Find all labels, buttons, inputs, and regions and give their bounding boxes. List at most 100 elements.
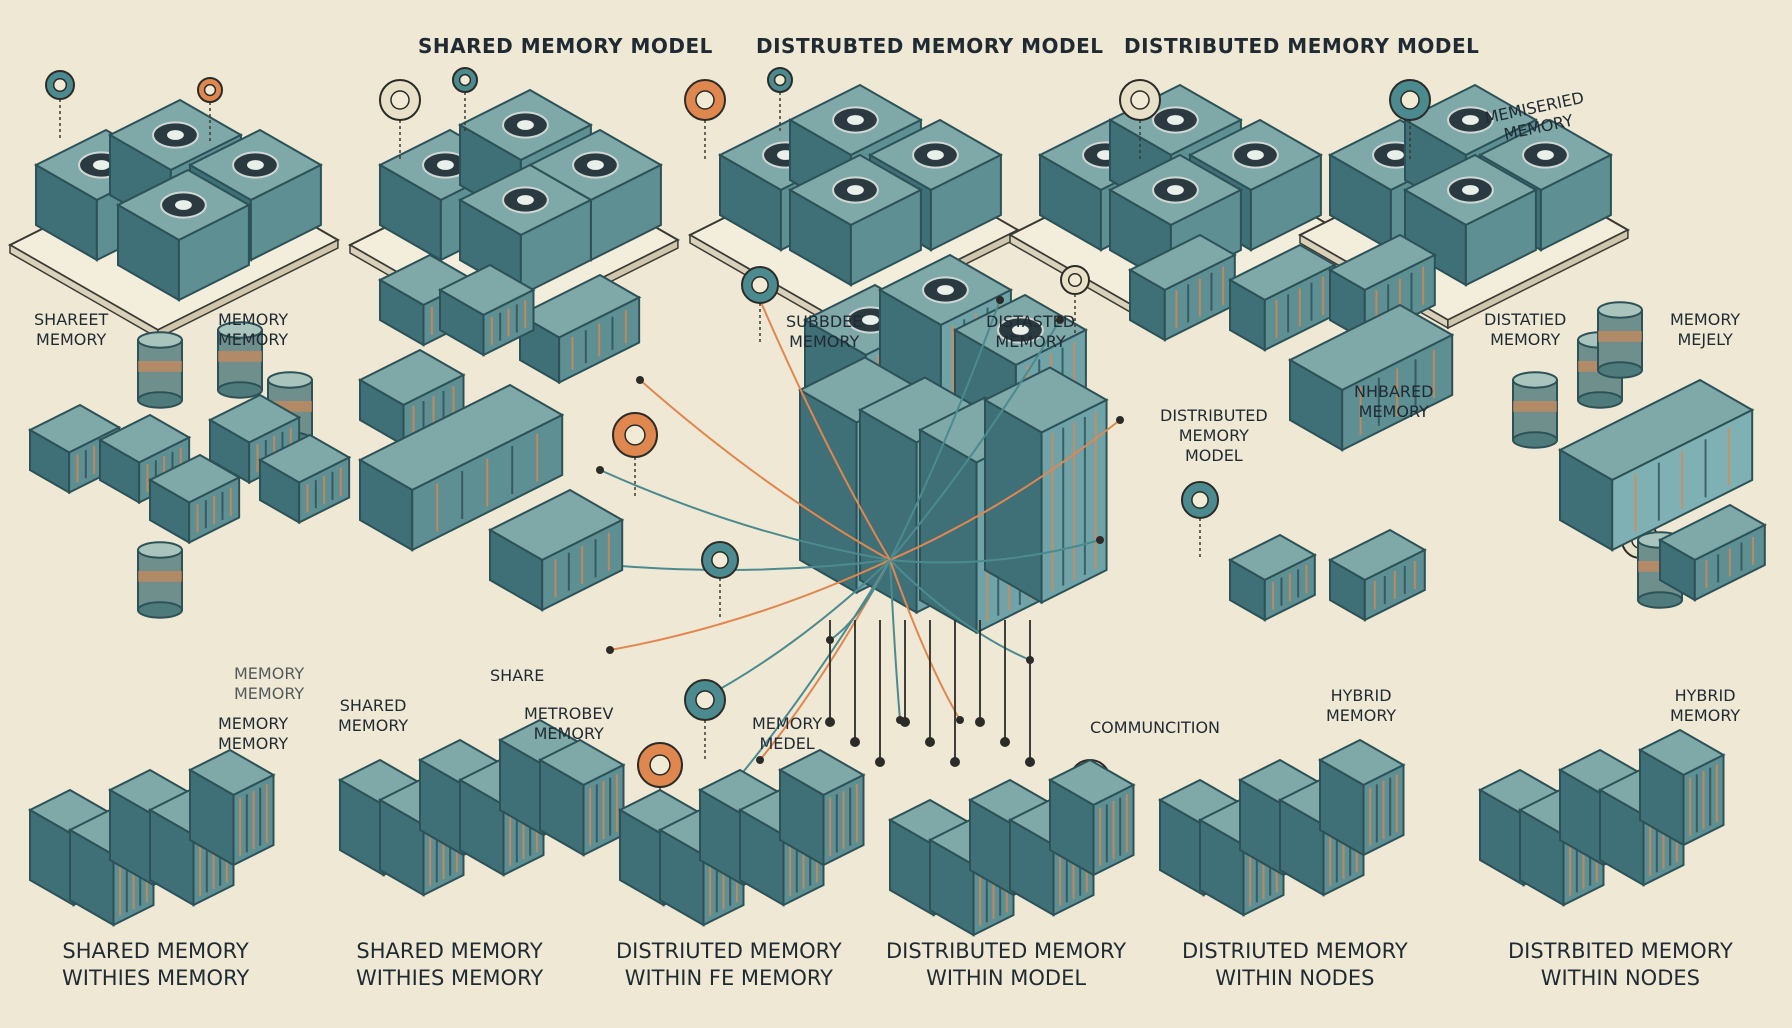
bottom-rack-5-5	[1317, 738, 1406, 857]
connection-endpoint-2	[596, 466, 604, 474]
bus-terminal-6	[950, 757, 960, 767]
connection-endpoint-15	[996, 296, 1004, 304]
node-pin-icon-11	[612, 412, 658, 497]
connection-line-12	[889, 539, 1101, 564]
connection-endpoint-12	[1096, 536, 1104, 544]
bus-terminal-8	[1000, 737, 1010, 747]
server-node-5-4	[1402, 153, 1539, 287]
storage-cylinder-1	[137, 331, 183, 409]
node-pin-icon-7	[1119, 79, 1161, 160]
rack-unit-left-1	[27, 403, 122, 495]
node-pin-icon-15	[637, 742, 683, 827]
storage-cylinder-2	[217, 321, 263, 399]
node-pin-icon-14	[684, 679, 726, 760]
connection-endpoint-4	[606, 646, 614, 654]
bottom-rack-3-5	[777, 748, 866, 867]
storage-cylinder-6	[1512, 371, 1558, 449]
node-pin-icon-6	[767, 67, 793, 132]
node-pin-icon-2	[197, 77, 223, 142]
connection-endpoint-1	[636, 376, 644, 384]
rack-unit-left-3	[147, 453, 242, 545]
connection-line-2	[599, 469, 891, 561]
storage-cylinder-8	[1597, 301, 1643, 379]
server-node-2-4	[457, 163, 594, 297]
rack-unit-right-4	[1287, 303, 1455, 452]
bus-terminal-9	[1025, 757, 1035, 767]
bottom-rack-1-5	[187, 748, 276, 867]
node-pin-icon-9	[741, 266, 779, 343]
connection-line-1	[639, 379, 891, 561]
bus-terminal-2	[850, 737, 860, 747]
connection-line-13	[889, 419, 1121, 561]
connection-endpoint-14	[1056, 316, 1064, 324]
connection-line-9	[889, 559, 901, 721]
connection-endpoint-13	[1116, 416, 1124, 424]
long-rack-left	[357, 383, 565, 552]
connection-line-15	[889, 299, 1001, 561]
rack-unit-left-6	[357, 348, 466, 447]
connection-endpoint-7	[756, 756, 764, 764]
storage-cylinder-3	[267, 371, 313, 449]
node-pin-icon-8	[1389, 79, 1431, 160]
server-node-3-4	[787, 153, 924, 287]
title-shared-memory-model: SHARED MEMORY MODEL	[418, 34, 713, 58]
bus-terminal-7	[975, 717, 985, 727]
connection-line-5	[699, 559, 891, 701]
bottom-rack-2-6	[537, 738, 626, 857]
connection-endpoint-10	[956, 716, 964, 724]
rack-unit-right-7	[1657, 503, 1767, 602]
connection-line-11	[889, 559, 1031, 661]
bottom-rack-6-5	[1637, 728, 1726, 847]
node-pin-icon-3	[379, 79, 421, 160]
rack-unit-left-7	[517, 273, 642, 385]
title-distributed-memory-model-2: DISTRIBUTED MEMORY MODEL	[1124, 34, 1480, 58]
bottom-rack-4-5	[1047, 758, 1136, 877]
rack-unit-right-1	[1127, 233, 1237, 342]
bus-terminal-1	[825, 717, 835, 727]
bus-terminal-5	[925, 737, 935, 747]
central-server-7	[982, 366, 1109, 605]
rack-unit-mid	[487, 488, 625, 612]
connection-line-8	[829, 559, 891, 641]
label-communication: COMMUNCITION	[1090, 718, 1220, 737]
node-pin-icon-5	[684, 79, 726, 160]
node-pin-icon-17	[1181, 481, 1219, 558]
bus-terminal-3	[875, 757, 885, 767]
rack-unit-right-6	[1327, 528, 1427, 622]
label-shared-c: SHARE	[490, 666, 545, 685]
connection-line-14	[889, 319, 1061, 561]
rack-unit-left-5	[257, 433, 352, 525]
server-node-1-4	[115, 168, 252, 302]
node-pin-icon-1	[45, 70, 75, 139]
node-pin-icon-10	[1060, 265, 1090, 334]
rack-unit-left-9	[437, 263, 536, 357]
connection-line-10	[889, 559, 961, 721]
connection-line-4	[609, 559, 891, 651]
connection-line-16	[759, 299, 891, 561]
rack-unit-right-5	[1227, 533, 1317, 622]
vehicle-shaped-rack	[1557, 378, 1755, 552]
bus-terminal-4	[900, 717, 910, 727]
rack-unit-right-2	[1227, 243, 1337, 352]
